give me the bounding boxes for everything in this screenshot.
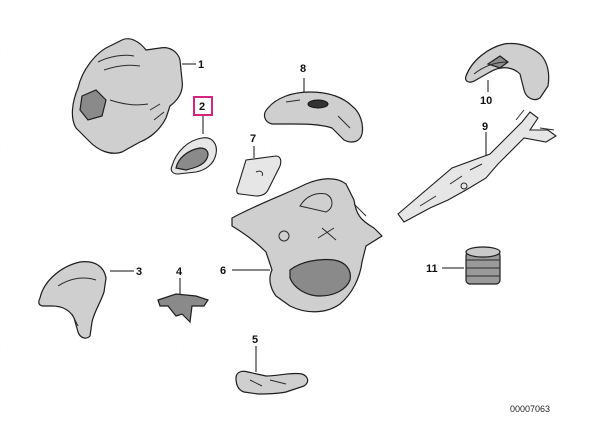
callout-9: 9	[482, 121, 488, 133]
part-5-lower-cover[interactable]	[235, 370, 309, 395]
part-11-roller[interactable]	[465, 246, 501, 285]
callout-11: 11	[426, 263, 438, 275]
part-10-bracket[interactable]	[465, 42, 550, 101]
part-2-cover[interactable]	[170, 137, 217, 175]
svg-text:· · · · · · · · · · · · · · ·: · · · · · · · · · · · · · · · · · · · · …	[0, 47, 386, 54]
callout-1: 1	[198, 59, 204, 71]
callout-6: 6	[220, 265, 226, 277]
svg-text:· · · · · · · · · · · · · · ·: · · · · · · · · · · · · · · · · · · · · …	[0, 245, 392, 252]
part-8-tank-cover[interactable]	[263, 91, 364, 143]
callout-2-highlight-box	[193, 96, 213, 116]
part-6-side-panel[interactable]	[231, 178, 383, 313]
part-1-front-fairing[interactable]	[71, 38, 183, 154]
callout-4: 4	[176, 266, 183, 278]
svg-text:· · · · · · · · · · · · · · ·: · · · · · · · · · · · · · · · · · · · · …	[0, 345, 392, 352]
callout-5: 5	[252, 334, 258, 346]
part-4-clip[interactable]	[157, 293, 209, 324]
callout-2: 2	[199, 101, 205, 113]
part-3-fender[interactable]	[38, 261, 107, 339]
callout-3: 3	[136, 266, 142, 278]
diagram-reference-number: 00007063	[510, 404, 550, 414]
callout-8: 8	[300, 63, 306, 75]
callout-10: 10	[480, 95, 492, 107]
part-7-plate[interactable]	[236, 155, 282, 197]
part-9-frame-strut[interactable]	[397, 109, 557, 223]
callout-7: 7	[250, 133, 256, 145]
